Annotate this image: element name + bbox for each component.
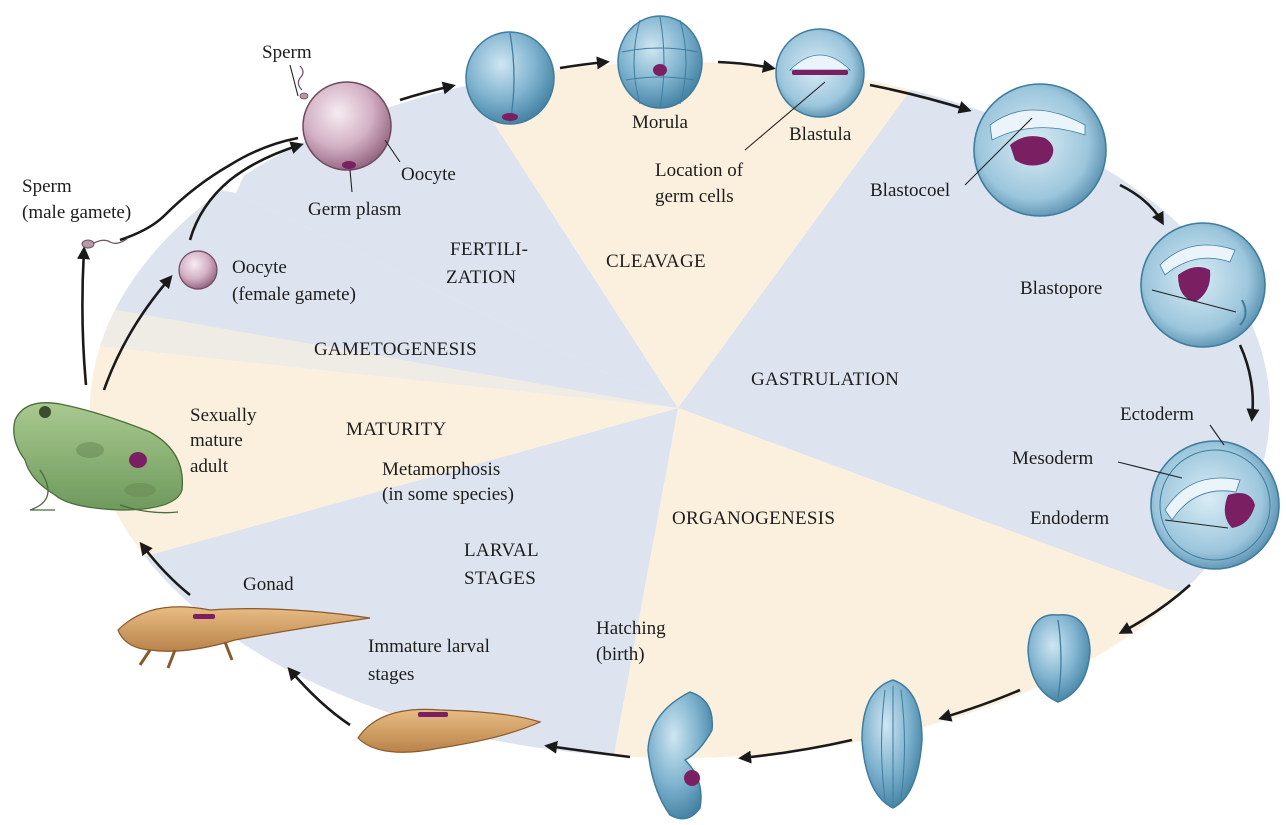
stage-maturity: MATURITY [346, 419, 447, 440]
label-mesoderm: Mesoderm [1012, 448, 1093, 469]
label-metamorphosis-1: Metamorphosis [382, 459, 500, 480]
label-endoderm: Endoderm [1030, 508, 1109, 529]
label-sperm-male-1: Sperm [22, 176, 72, 197]
stage-gastrulation: GASTRULATION [751, 369, 899, 390]
label-immature-2: stages [368, 664, 414, 685]
label-hatching-2: (birth) [596, 644, 645, 665]
label-oocyte-female-1: Oocyte [232, 257, 287, 278]
stage-larval-2: STAGES [464, 568, 536, 589]
stage-fertilization-2: ZATION [446, 267, 516, 288]
stage-gametogenesis: GAMETOGENESIS [314, 339, 477, 360]
label-blastula: Blastula [789, 124, 852, 145]
label-germ-plasm: Germ plasm [308, 199, 402, 220]
label-adult-2: mature [190, 430, 243, 451]
neural-tube-embryo [862, 680, 922, 808]
stage-larval-1: LARVAL [464, 540, 539, 561]
label-germ-cells-1: Location of [655, 160, 744, 181]
neurula-dorsal [1028, 615, 1090, 702]
label-immature-1: Immature larval [368, 636, 490, 657]
label-adult-1: Sexually [190, 405, 257, 426]
early-tadpole [358, 709, 540, 752]
two-cell-embryo [466, 32, 554, 124]
morula-embryo [618, 16, 702, 108]
stage-organogenesis: ORGANOGENESIS [672, 508, 835, 529]
label-metamorphosis-2: (in some species) [382, 484, 514, 505]
label-sperm-male-2: (male gamete) [22, 202, 131, 223]
label-hatching-1: Hatching [596, 618, 666, 639]
label-blastocoel: Blastocoel [870, 180, 950, 201]
stage-fertilization-1: FERTILI- [450, 239, 528, 260]
early-gastrula [974, 84, 1106, 216]
label-germ-cells-2: germ cells [655, 186, 734, 207]
label-ectoderm: Ectoderm [1120, 404, 1194, 425]
label-sperm-top: Sperm [262, 42, 312, 63]
oocyte-female-gamete [179, 251, 217, 289]
label-morula: Morula [632, 112, 689, 133]
stage-cleavage: CLEAVAGE [606, 251, 706, 272]
label-oocyte-female-2: (female gamete) [232, 284, 356, 305]
blastula-embryo [776, 29, 864, 117]
label-gonad: Gonad [243, 574, 294, 595]
label-adult-3: adult [190, 456, 229, 477]
label-blastopore: Blastopore [1020, 278, 1102, 299]
late-gastrula [1151, 441, 1279, 569]
label-oocyte: Oocyte [401, 164, 456, 185]
mid-gastrula [1141, 223, 1265, 347]
